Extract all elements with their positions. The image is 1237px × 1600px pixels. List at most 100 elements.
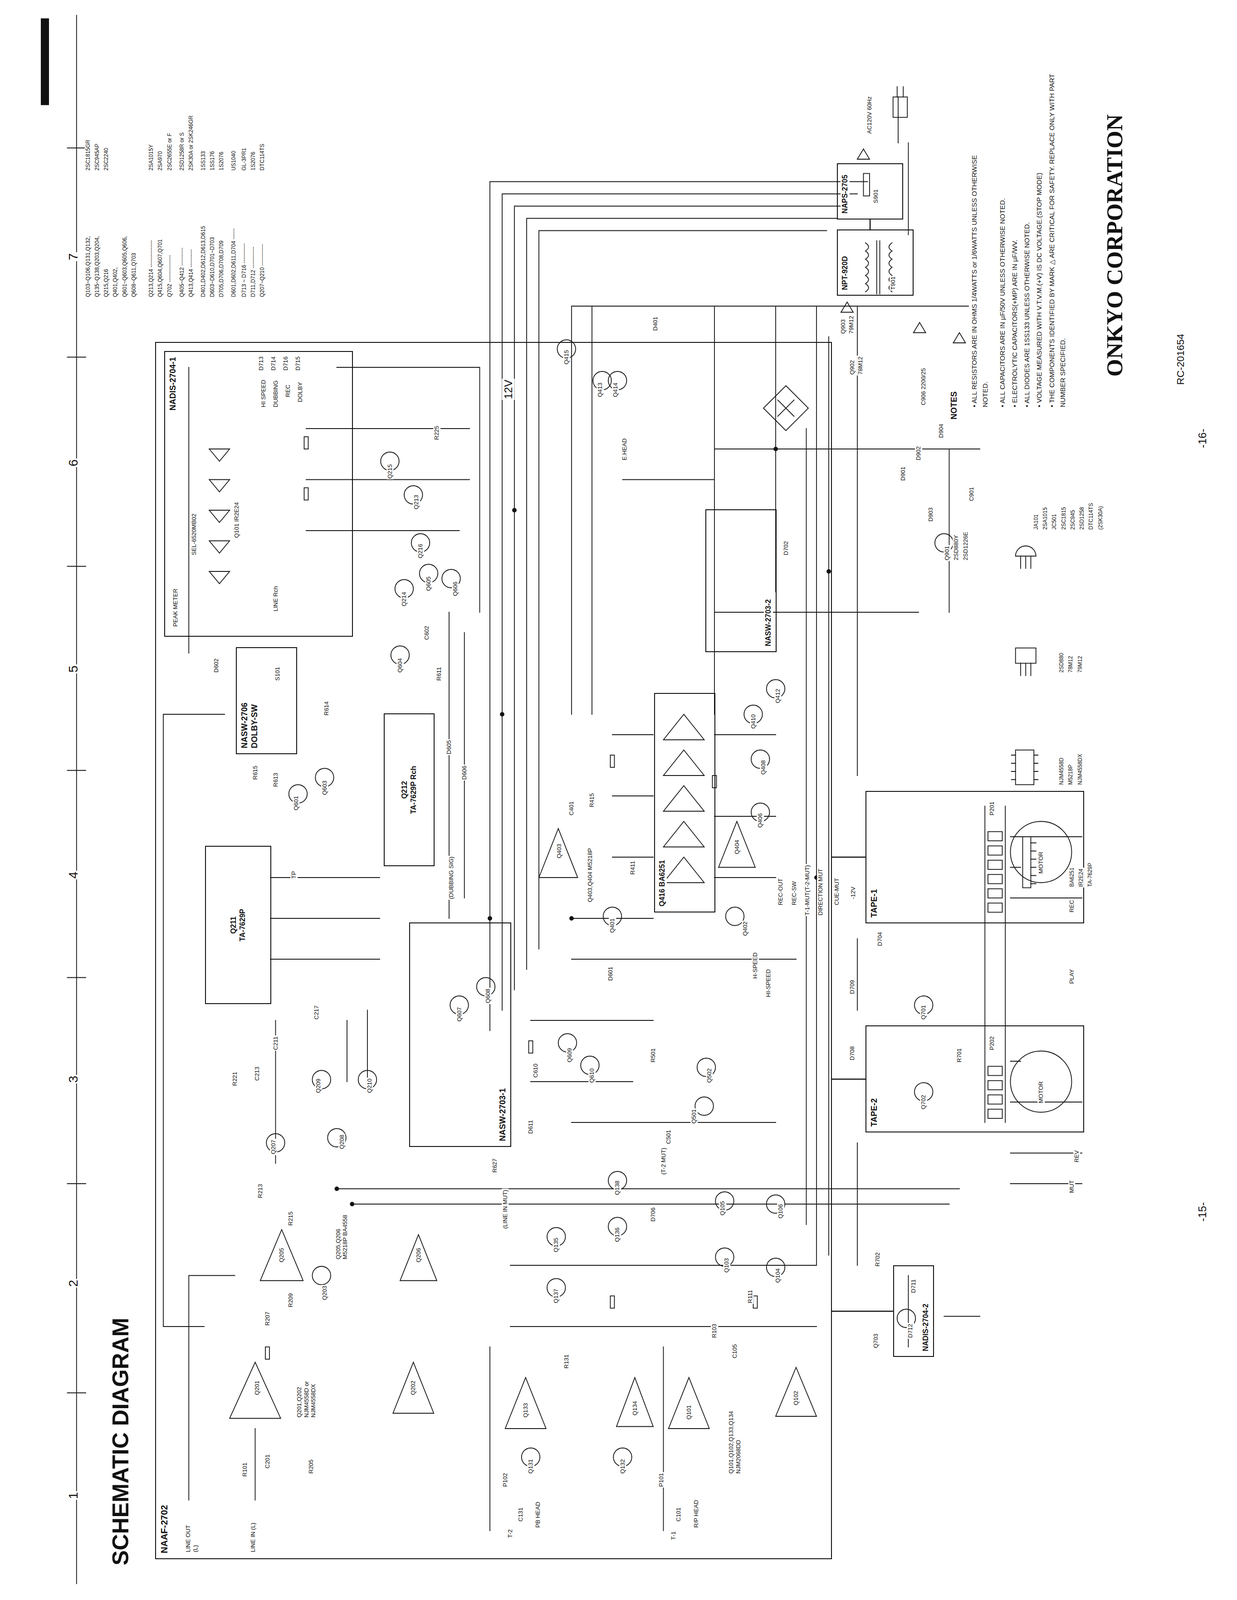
part-label: RC-201654	[1174, 332, 1187, 387]
part-label: Q405~Q412 ----------	[178, 246, 185, 299]
part-label: DUBBING	[272, 379, 280, 409]
part-label: MOTOR	[1037, 850, 1045, 875]
part-label: LINE IN (L)	[249, 1521, 257, 1554]
part-label: Q413,Q414 ----------	[187, 248, 195, 299]
part-label: C105	[731, 1343, 739, 1360]
part-label: Q608~Q611,Q703	[130, 251, 137, 299]
part-label: D704	[876, 931, 884, 948]
package-icon	[1031, 843, 1037, 885]
part-label: D611	[527, 1119, 535, 1135]
part-label: US1040	[230, 150, 237, 172]
warning-triangle	[857, 149, 870, 160]
part-label: R615	[251, 764, 260, 781]
part-label: Q203	[321, 1285, 329, 1302]
part-label: HI SPEED	[259, 378, 268, 409]
part-label: • THE COMPONENTS IDENTIFIED BY MARK △ AR…	[1046, 52, 1069, 409]
part-label: NOTES	[949, 390, 960, 421]
package-icon	[1015, 648, 1037, 664]
board-name: NASW-2706	[239, 701, 250, 750]
fuse-symbol	[863, 173, 871, 197]
part-label: T-1	[669, 1530, 678, 1542]
part-label: C131	[517, 1506, 525, 1523]
led-symbol	[209, 449, 230, 462]
part-label: R225	[433, 425, 441, 441]
part-label: S901	[872, 188, 880, 205]
part-label: IR2E24	[1077, 867, 1085, 888]
board-name: NAAF-2702	[158, 1503, 171, 1555]
part-label: REV	[1073, 1149, 1081, 1164]
part-label: Q603	[321, 779, 329, 797]
part-label: DIRECTION MUT	[816, 867, 825, 917]
junction-dot	[773, 447, 778, 451]
op-amp-symbol	[663, 714, 705, 740]
part-label: Q608	[484, 987, 492, 1005]
part-label: R209	[287, 1292, 295, 1309]
part-label: TP	[290, 870, 298, 881]
node-text-group: Q212TA-7629P Rch	[400, 764, 419, 816]
part-label: C201	[264, 1453, 272, 1470]
resistor-symbol	[712, 775, 717, 788]
connector-pin	[987, 1095, 1003, 1105]
part-label: D711	[909, 1278, 918, 1295]
part-label: REC-OUT	[777, 877, 785, 907]
transistor-symbol	[694, 1097, 714, 1116]
board-name: TAPE-2	[869, 1097, 880, 1129]
part-label: D605	[445, 739, 453, 756]
part-label: 2SA970	[156, 150, 164, 172]
part-label: Q209	[314, 1077, 323, 1095]
part-label: R101	[241, 1461, 249, 1478]
motor-symbol	[1010, 821, 1072, 1113]
ac-plug	[893, 97, 908, 118]
part-label: Q414	[611, 381, 620, 399]
ac-plug	[897, 86, 904, 98]
board-outline: NAAF-2702NADIS-2704-1NASW-2706DOLBY-SWQ2…	[155, 342, 832, 1560]
junction-dot	[512, 508, 517, 513]
part-label: 78M12	[856, 355, 865, 376]
part-label: Q903	[839, 318, 847, 335]
part-label: Q902	[848, 359, 856, 376]
part-label: Q901	[943, 545, 951, 562]
part-label: C101	[674, 1506, 683, 1523]
led-symbol	[209, 479, 230, 493]
part-label: LINE Rch	[272, 585, 280, 613]
part-label: Q601	[292, 795, 300, 812]
board-name: NASW-2703-2	[763, 597, 773, 648]
part-label: D601,D602,D611,D704 ------	[230, 227, 237, 299]
part-label: 78M12	[1067, 655, 1074, 674]
part-label: Q137	[552, 1288, 560, 1305]
part-label: R614	[322, 700, 331, 717]
part-label: R611	[435, 666, 443, 682]
part-label: 2SD880Y	[952, 534, 960, 562]
board-name: TA-7629P	[238, 907, 248, 944]
part-label: 2SC945	[1069, 509, 1076, 531]
package-icon	[1011, 755, 1039, 780]
op-amp-symbol	[229, 714, 817, 1429]
junction-dot	[334, 1187, 339, 1191]
part-label: HI-SPEED	[764, 968, 773, 998]
part-label: 7	[65, 252, 82, 262]
part-label: Q408	[759, 759, 768, 776]
part-label: Q103	[723, 1257, 731, 1274]
part-label: D711,D712 ------------	[249, 245, 257, 299]
part-label: DTC114TS	[259, 142, 266, 172]
part-label: D901	[899, 465, 907, 482]
part-label: R131	[562, 1353, 571, 1370]
part-label: D602	[212, 657, 221, 674]
part-label: R/P HEAD	[692, 1499, 700, 1529]
part-label: P102	[501, 1472, 509, 1488]
part-label: C217	[312, 1004, 321, 1021]
part-label: Q133	[522, 1402, 530, 1419]
part-label: Q101,Q102,Q133,Q134 NJM2068DD	[727, 1404, 742, 1475]
ac-plug	[893, 86, 908, 118]
part-label: D714	[269, 355, 278, 372]
part-label: • ALL DIODES ARE 1SS133 UNLESS OTHERWISE…	[1022, 221, 1032, 409]
resistor-symbol	[528, 1041, 533, 1054]
part-label: Q205	[278, 1247, 286, 1264]
part-label: REC-SW	[790, 880, 798, 907]
board-name: NAPS-2705	[840, 173, 850, 215]
part-label: R103	[710, 1323, 719, 1340]
board-name: NADIS-2704-2	[921, 1302, 931, 1354]
board-name: Q416 BA6251	[657, 858, 667, 908]
board-connector	[869, 219, 871, 230]
part-label: 2SC1815GR	[84, 138, 91, 172]
